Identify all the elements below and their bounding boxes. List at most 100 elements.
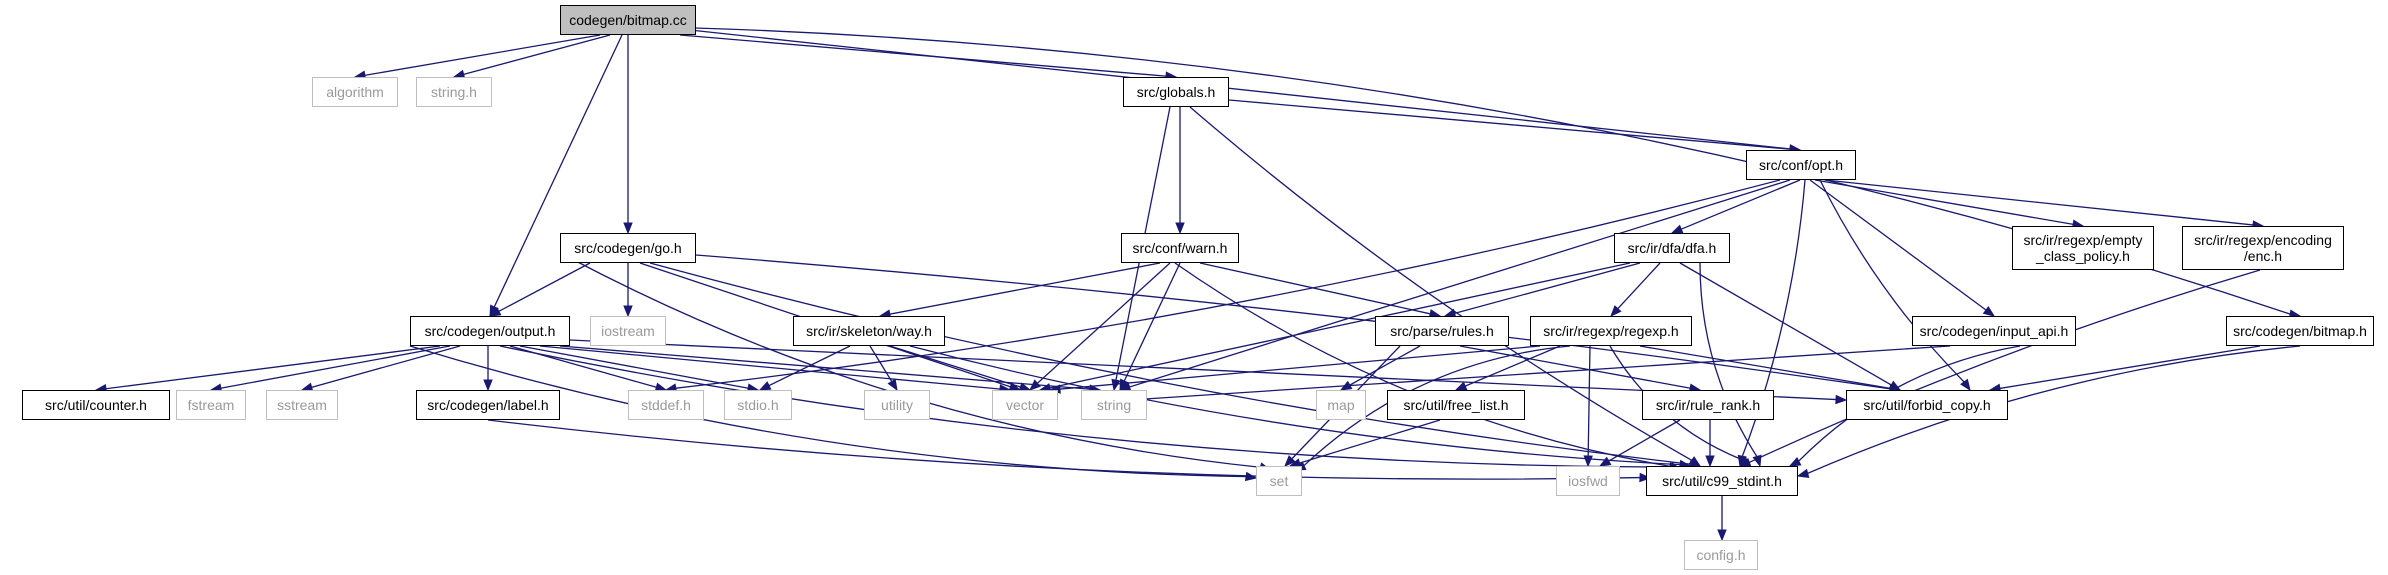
node-src-conf-warn-h[interactable]: src/conf/warn.h <box>1121 233 1239 263</box>
dependency-edge <box>539 345 1002 390</box>
dependency-edge <box>1036 262 1171 385</box>
dependency-edge <box>1998 345 2261 390</box>
edge-arrowhead <box>1670 224 1684 234</box>
node-algorithm[interactable]: algorithm <box>312 77 398 107</box>
node-src-parse-rules-h[interactable]: src/parse/rules.h <box>1375 316 1509 346</box>
node-src-conf-opt-h[interactable]: src/conf/opt.h <box>1746 150 1856 180</box>
dependency-edge <box>674 179 1781 389</box>
node-src-util-counter-h[interactable]: src/util/counter.h <box>22 390 170 420</box>
dependency-edge <box>1189 106 1693 462</box>
edge-arrowhead <box>1835 394 1848 405</box>
node-fstream[interactable]: fstream <box>176 390 246 420</box>
node-src-util-forbid-copy-h[interactable]: src/util/forbid_copy.h <box>1846 390 2008 420</box>
edge-arrowhead <box>1705 455 1715 468</box>
dependency-edge <box>409 345 1248 478</box>
node-map[interactable]: map <box>1316 390 1366 420</box>
edge-arrowhead <box>1598 456 1612 467</box>
node-string[interactable]: string <box>1081 390 1147 420</box>
dependency-edge <box>888 262 1161 315</box>
node-src-ir-dfa-dfa-h[interactable]: src/ir/dfa/dfa.h <box>1614 233 1730 263</box>
dependency-edge <box>1699 262 1758 458</box>
dependency-edge <box>1607 419 1681 463</box>
dependency-edge <box>1680 179 1801 231</box>
dependency-edge <box>1128 179 1791 388</box>
node-iosfwd[interactable]: iosfwd <box>1556 466 1620 496</box>
node-src-util-c99-stdint-h[interactable]: src/util/c99_stdint.h <box>1646 466 1798 496</box>
dependency-edge <box>694 27 2292 316</box>
edge-arrowhead <box>1717 529 1727 542</box>
dependency-edge <box>569 339 1838 401</box>
node-src-ir-regexp-regexp-h[interactable]: src/ir/regexp/regexp.h <box>1530 316 1692 346</box>
dependency-edge <box>1814 179 2075 226</box>
dependency-edge <box>649 262 1692 465</box>
node-iostream[interactable]: iostream <box>590 316 666 346</box>
edge-arrowhead <box>1583 455 1593 468</box>
dependency-edge <box>1464 345 1561 388</box>
node-stdio-h[interactable]: stdio.h <box>724 390 792 420</box>
dependency-edge <box>569 257 1262 469</box>
dependency-edge <box>310 345 461 389</box>
edge-arrowhead <box>483 379 493 392</box>
node-set[interactable]: set <box>1256 466 1302 496</box>
node-codegen-bitmap-cc[interactable]: codegen/bitmap.cc <box>560 5 696 35</box>
node-stddef-h[interactable]: stddef.h <box>628 390 704 420</box>
node-vector[interactable]: vector <box>992 390 1058 420</box>
dependency-edge <box>1298 419 1441 464</box>
dependency-edge <box>497 262 591 313</box>
edge-arrowhead <box>758 381 772 391</box>
dependency-edge <box>1453 262 1641 315</box>
dependency-edge <box>1639 345 1892 390</box>
node-config-h[interactable]: config.h <box>1684 540 1758 570</box>
dependency-edge <box>1806 345 2301 475</box>
dependency-edge <box>1459 345 1692 390</box>
dependency-edge <box>1616 262 1661 310</box>
edge-arrowhead <box>1175 222 1185 235</box>
node-src-ir-rule-rank-h[interactable]: src/ir/rule_rank.h <box>1642 390 1774 420</box>
dependency-edge <box>1809 179 1988 312</box>
dependency-edge <box>104 345 441 390</box>
dependency-edge <box>689 29 1792 150</box>
node-src-ir-skeleton-way-h[interactable]: src/ir/skeleton/way.h <box>793 316 945 346</box>
node-utility[interactable]: utility <box>864 390 930 420</box>
node-src-codegen-output-h[interactable]: src/codegen/output.h <box>410 316 570 346</box>
edge-arrowhead <box>1788 456 1802 467</box>
dependency-edge <box>519 345 750 390</box>
dependency-edge <box>493 34 623 309</box>
edge-arrowhead <box>887 378 898 392</box>
node-src-codegen-input-api-h[interactable]: src/codegen/input_api.h <box>1912 316 2076 346</box>
dependency-edge <box>1797 345 2021 463</box>
node-src-util-free-list-h[interactable]: src/util/free_list.h <box>1387 390 1525 420</box>
node-empty-class-policy-h[interactable]: src/ir/regexp/empty _class_policy.h <box>2012 226 2154 270</box>
dependency-edge <box>559 345 1092 390</box>
dependency-edge <box>1302 345 1571 467</box>
edge-arrowhead <box>1284 455 1296 467</box>
dependency-edge <box>1123 262 1181 383</box>
edge-arrowhead <box>1960 378 1971 392</box>
node-string-h[interactable]: string.h <box>416 77 492 107</box>
edge-arrowhead <box>1796 468 1810 478</box>
dependency-edge <box>219 345 451 390</box>
node-encoding-enc-h[interactable]: src/ir/regexp/encoding /enc.h <box>2182 226 2344 270</box>
dependency-edge <box>1748 269 2261 464</box>
edge-arrowhead <box>1982 305 1996 317</box>
edge-arrowhead <box>1119 378 1129 392</box>
node-src-codegen-bitmap-h[interactable]: src/codegen/bitmap.h <box>2226 316 2374 346</box>
dependency-edge <box>1819 179 1966 384</box>
edge-arrowhead <box>1454 381 1468 391</box>
node-src-codegen-label-h[interactable]: src/codegen/label.h <box>416 390 560 420</box>
edge-arrowhead <box>1738 455 1752 467</box>
node-src-globals-h[interactable]: src/globals.h <box>1123 77 1229 107</box>
dependency-edge <box>1741 179 1806 458</box>
dependency-edge <box>462 34 611 76</box>
dependency-edge <box>869 345 893 383</box>
dependency-edge <box>1199 262 1432 315</box>
node-sstream[interactable]: sstream <box>266 390 338 420</box>
edge-arrowhead <box>488 306 502 317</box>
dependency-edge <box>363 34 601 77</box>
node-src-codegen-go-h[interactable]: src/codegen/go.h <box>560 233 696 263</box>
dependency-edge <box>695 254 1892 390</box>
dependency-edge <box>909 345 1682 466</box>
dependency-edge <box>1058 345 1541 390</box>
dependency-edge <box>1348 345 1421 387</box>
